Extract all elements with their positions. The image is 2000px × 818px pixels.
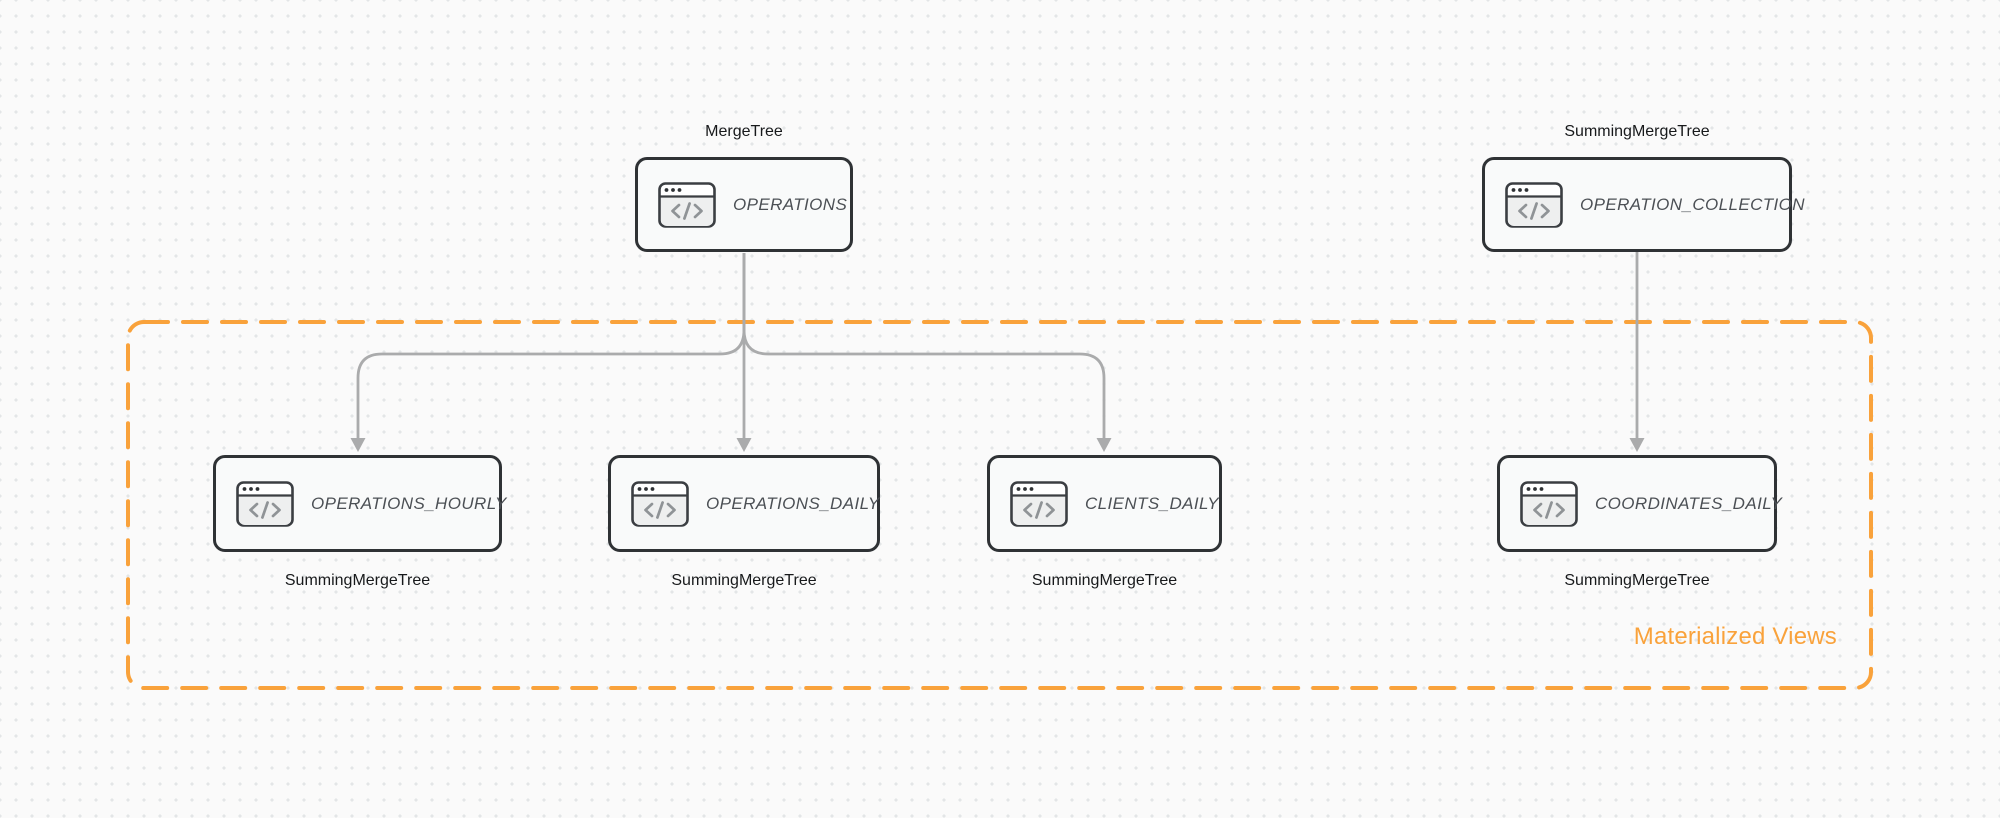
node-label-operation-collection: OPERATION_COLLECTION <box>1580 194 1805 214</box>
code-window-icon <box>236 480 294 527</box>
node-coordinates-daily: COORDINATES_DAILY SummingMergeTree <box>1497 455 1782 589</box>
engine-label-operation-collection: SummingMergeTree <box>1564 123 1710 140</box>
node-box-clients-daily[interactable]: CLIENTS_DAILY <box>987 455 1222 552</box>
arrowheads <box>350 438 1645 452</box>
node-box-operations-hourly[interactable]: OPERATIONS_HOURLY <box>213 455 506 552</box>
node-box-operation-collection[interactable]: OPERATION_COLLECTION <box>1482 157 1805 252</box>
code-window-icon <box>1010 480 1068 527</box>
code-window-icon <box>1505 181 1563 228</box>
engine-label-operations-daily: SummingMergeTree <box>671 572 817 589</box>
node-operations: MergeTree OPERATIONS <box>635 123 853 252</box>
node-operation-collection: SummingMergeTree OPERATION_COLLECTION <box>1482 123 1805 252</box>
node-box-operations-daily[interactable]: OPERATIONS_DAILY <box>608 455 880 552</box>
node-label-operations-hourly: OPERATIONS_HOURLY <box>311 493 507 513</box>
engine-label-clients-daily: SummingMergeTree <box>1031 572 1178 589</box>
code-window-icon <box>1520 480 1578 527</box>
node-box-operations[interactable]: OPERATIONS <box>635 157 853 252</box>
node-operations-daily: OPERATIONS_DAILY SummingMergeTree <box>608 455 880 589</box>
node-operations-hourly: OPERATIONS_HOURLY SummingMergeTree <box>213 455 506 589</box>
node-label-operations: OPERATIONS <box>733 194 848 214</box>
node-box-coordinates-daily[interactable]: COORDINATES_DAILY <box>1497 455 1782 552</box>
engine-label-coordinates-daily: SummingMergeTree <box>1564 572 1710 589</box>
code-window-icon <box>658 181 716 228</box>
materialized-views-label: Materialized Views <box>1633 623 1837 650</box>
edge-operations-to-clients-daily <box>742 253 1106 440</box>
node-label-operations-daily: OPERATIONS_DAILY <box>706 493 880 513</box>
materialized-views-group-border <box>126 320 1873 690</box>
code-window-icon <box>631 480 689 527</box>
node-label-coordinates-daily: COORDINATES_DAILY <box>1595 493 1783 513</box>
node-label-clients-daily: CLIENTS_DAILY <box>1085 493 1220 513</box>
engine-label-operations-hourly: SummingMergeTree <box>284 572 431 589</box>
engine-label-operations: MergeTree <box>705 123 783 140</box>
node-clients-daily: CLIENTS_DAILY SummingMergeTree <box>987 455 1222 589</box>
edge-operations-to-operations-hourly <box>356 253 746 440</box>
